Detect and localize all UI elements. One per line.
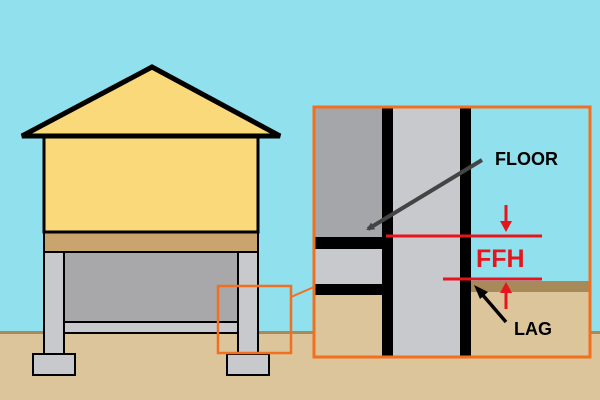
right-pier [237,251,259,356]
house [20,64,282,376]
detail-pier-edge-left [382,107,393,357]
left-pier [43,251,65,356]
detail-ground-line [471,281,590,292]
detail-floor-edge [314,237,382,249]
roof [20,64,282,139]
ground-line [0,331,600,334]
detail-callout: FFH FLOOR LAG [314,107,590,357]
detail-callout-border [312,105,592,359]
up-arrow-icon [500,282,512,309]
detail-beam-edge [314,284,382,295]
left-footing [32,353,76,376]
detail-pier [393,107,460,357]
detail-ground [471,282,590,357]
right-footing [226,353,270,376]
ffh-label: FFH [476,245,525,273]
detail-pier-edge-right [460,107,471,357]
crawl-space [64,252,238,333]
callout-connector [290,286,315,298]
floor-band [43,231,259,253]
lag-label: LAG [514,319,552,339]
lag-arrow-icon [474,285,508,324]
floor-arrow-icon [366,158,484,231]
floor-label: FLOOR [495,149,558,169]
house-wall [42,133,260,234]
detail-marker-box [216,284,293,355]
detail-inner-ground [314,295,382,357]
detail-beam [314,249,382,284]
detail-crawl-space [314,107,382,237]
beam [63,321,239,334]
down-arrow-icon [500,205,512,232]
